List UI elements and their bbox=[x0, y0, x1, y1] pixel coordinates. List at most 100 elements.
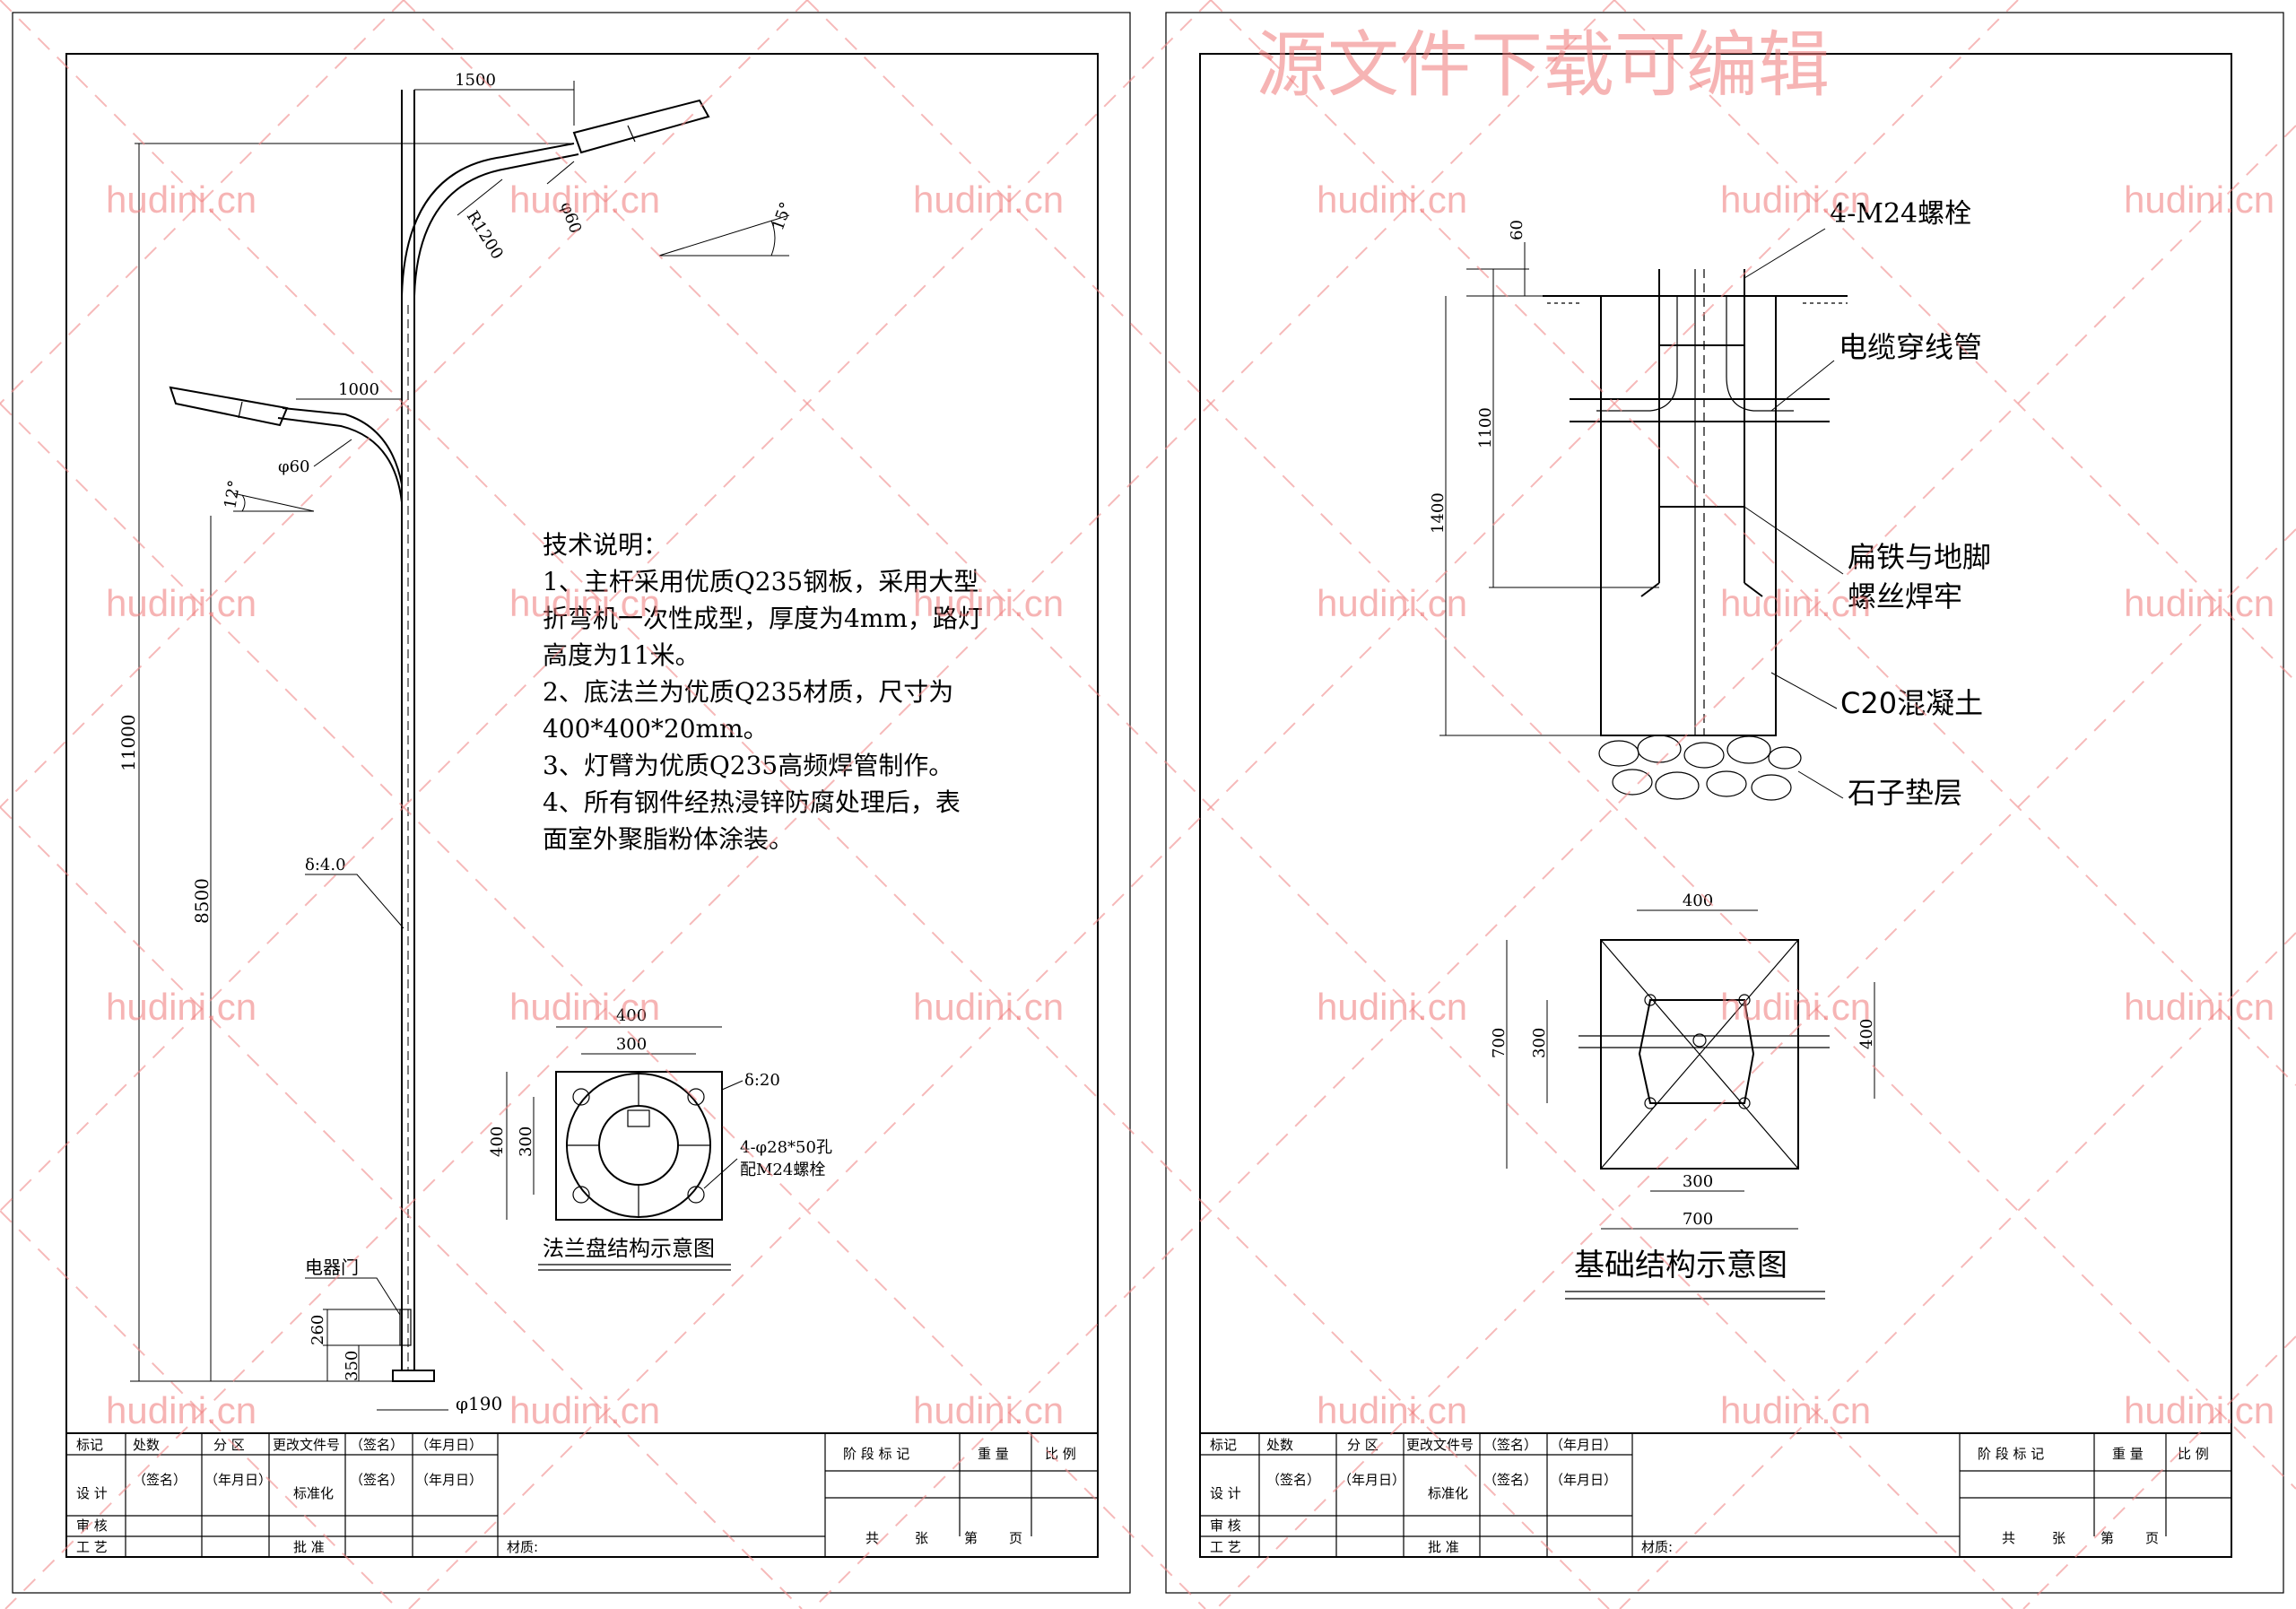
tb-stage: 阶 段 标 记 bbox=[1978, 1446, 2044, 1462]
watermark-site: hudini.cn bbox=[509, 1389, 660, 1431]
dim-pipe-lower: φ60 bbox=[278, 457, 310, 476]
tb-design: 设 计 bbox=[1210, 1485, 1241, 1501]
foundation-section: 60 1100 1400 4-M24螺栓 电缆穿线管 扁铁与地脚 螺丝焊牢 C2… bbox=[1429, 198, 1991, 810]
tb-page: 页 bbox=[1009, 1530, 1022, 1546]
dim-angle-upper: 15° bbox=[769, 200, 796, 233]
label-weld-1: 扁铁与地脚 bbox=[1848, 540, 1991, 574]
watermark-site: hudini.cn bbox=[106, 582, 257, 624]
plan-dim-left-inner: 300 bbox=[1530, 1028, 1549, 1058]
tb-standard-date: （年月日） bbox=[415, 1472, 483, 1488]
tb-count: 处数 bbox=[1266, 1437, 1293, 1453]
watermark-sites: hudini.cn hudini.cn hudini.cn hudini.cn … bbox=[106, 178, 2274, 1431]
flange-width-inner: 300 bbox=[616, 1035, 647, 1054]
flange-thickness: δ:20 bbox=[744, 1071, 780, 1090]
tb-weight: 重 量 bbox=[2112, 1446, 2144, 1462]
dim-base-dia: φ190 bbox=[456, 1393, 502, 1414]
dim-lower-height: 8500 bbox=[191, 878, 213, 924]
watermark-site: hudini.cn bbox=[1720, 986, 1871, 1028]
dim-arm-upper: 1500 bbox=[455, 71, 496, 90]
tb-standard-sign: （签名） bbox=[350, 1472, 404, 1488]
watermark-site: hudini.cn bbox=[913, 582, 1064, 624]
plan-dim-bottom-inner: 300 bbox=[1683, 1172, 1713, 1191]
flange-height-outer: 400 bbox=[488, 1126, 507, 1157]
watermark-site: hudini.cn bbox=[509, 986, 660, 1028]
tb-date: （年月日） bbox=[415, 1437, 483, 1453]
label-concrete: C20混凝土 bbox=[1840, 686, 1983, 720]
label-bolts: 4-M24螺栓 bbox=[1830, 198, 1971, 230]
notes-line: 高度为11米。 bbox=[543, 640, 700, 670]
watermark-site: hudini.cn bbox=[509, 582, 660, 624]
watermark-site: hudini.cn bbox=[2124, 1389, 2274, 1431]
watermark-site: hudini.cn bbox=[1317, 582, 1467, 624]
notes-line: 面室外聚脂粉体涂装。 bbox=[543, 824, 794, 854]
pole-dimensions: 1500 1000 φ60 φ60 R1200 15° 12° 11000 85… bbox=[117, 71, 796, 1414]
pole-elevation bbox=[169, 90, 710, 1382]
section-dim-mid: 1100 bbox=[1476, 407, 1495, 448]
tb-total: 共 bbox=[2002, 1530, 2015, 1546]
tb-sign: （签名） bbox=[350, 1437, 404, 1453]
watermark-site: hudini.cn bbox=[106, 178, 257, 221]
dim-radius: R1200 bbox=[463, 208, 507, 263]
watermark-site: hudini.cn bbox=[106, 986, 257, 1028]
tb-standard: 标准化 bbox=[1428, 1485, 1468, 1501]
tb-stage: 阶 段 标 记 bbox=[843, 1446, 909, 1462]
watermark-site: hudini.cn bbox=[1317, 1389, 1467, 1431]
tb-approve: 批 准 bbox=[293, 1539, 325, 1555]
dim-arm-lower: 1000 bbox=[338, 380, 379, 399]
flange-width-outer: 400 bbox=[616, 1006, 647, 1025]
watermark-site: hudini.cn bbox=[1317, 178, 1467, 221]
tb-design: 设 计 bbox=[76, 1485, 108, 1501]
watermark-site: hudini.cn bbox=[913, 178, 1064, 221]
notes-line: 2、底法兰为优质Q235材质，尺寸为 bbox=[543, 677, 953, 707]
watermark-site: hudini.cn bbox=[1317, 986, 1467, 1028]
tb-material: 材质: bbox=[1641, 1539, 1673, 1555]
tb-sheets: 张 bbox=[915, 1530, 928, 1546]
tb-date: （年月日） bbox=[1550, 1437, 1617, 1453]
tb-page: 页 bbox=[2145, 1530, 2159, 1546]
title-block-right: 标记 处数 分 区 更改文件号 （签名） （年月日） 设 计 （签名） （年月日… bbox=[1199, 1432, 2232, 1558]
watermark-site: hudini.cn bbox=[509, 178, 660, 221]
section-dim-top: 60 bbox=[1508, 220, 1526, 240]
flange-holes: 4-φ28*50孔 bbox=[740, 1138, 832, 1157]
watermark-site: hudini.cn bbox=[2124, 582, 2274, 624]
notes-line: 4、所有钢件经热浸锌防腐处理后，表 bbox=[543, 787, 961, 817]
tb-material: 材质: bbox=[507, 1539, 538, 1555]
watermark-banner: 源文件下载可编辑 bbox=[1256, 25, 1830, 105]
tb-design-sign: （签名） bbox=[133, 1472, 187, 1488]
tb-design-date: （年月日） bbox=[204, 1472, 272, 1488]
notes-line: 折弯机一次性成型，厚度为4mm，路灯 bbox=[543, 604, 983, 633]
tb-standard: 标准化 bbox=[293, 1485, 334, 1501]
tb-total: 共 bbox=[865, 1530, 879, 1546]
watermark-site: hudini.cn bbox=[913, 986, 1064, 1028]
title-block-left: 标记 处数 分 区 更改文件号 （签名） （年月日） 设 计 （签名） （年月日… bbox=[65, 1432, 1099, 1558]
dim-total-height: 11000 bbox=[117, 714, 139, 771]
tb-process: 工 艺 bbox=[1210, 1539, 1241, 1555]
notes-line: 400*400*20mm。 bbox=[543, 714, 769, 744]
plan-dim-left-outer: 700 bbox=[1490, 1028, 1509, 1058]
watermark-site: hudini.cn bbox=[2124, 178, 2274, 221]
tb-count: 处数 bbox=[133, 1437, 160, 1453]
notes-title: 技术说明： bbox=[543, 530, 668, 560]
section-dim-full: 1400 bbox=[1429, 492, 1448, 534]
tb-standard-date: （年月日） bbox=[1550, 1472, 1617, 1488]
tb-change-doc: 更改文件号 bbox=[273, 1437, 340, 1453]
flange-caption: 法兰盘结构示意图 bbox=[543, 1236, 715, 1261]
flange-plan: 400 300 400 300 δ:20 4-φ28*50孔 配M24螺栓 法兰… bbox=[488, 1006, 832, 1271]
tb-no: 第 bbox=[2100, 1530, 2114, 1546]
plan-dim-right: 400 bbox=[1857, 1019, 1876, 1049]
dim-angle-lower: 12° bbox=[221, 479, 244, 510]
tb-review: 审 核 bbox=[76, 1518, 108, 1534]
dim-door-base: 350 bbox=[343, 1351, 361, 1381]
dim-door-height: 260 bbox=[309, 1315, 327, 1345]
watermark-site: hudini.cn bbox=[913, 1389, 1064, 1431]
tb-review: 审 核 bbox=[1210, 1518, 1241, 1534]
watermark-site: hudini.cn bbox=[106, 1389, 257, 1431]
tb-design-sign: （签名） bbox=[1266, 1472, 1320, 1488]
gravel-layer bbox=[1598, 735, 1802, 801]
tb-weight: 重 量 bbox=[978, 1446, 1009, 1462]
tb-sign: （签名） bbox=[1483, 1437, 1537, 1453]
tb-zone: 分 区 bbox=[1347, 1437, 1378, 1453]
watermark-site: hudini.cn bbox=[1720, 1389, 1871, 1431]
